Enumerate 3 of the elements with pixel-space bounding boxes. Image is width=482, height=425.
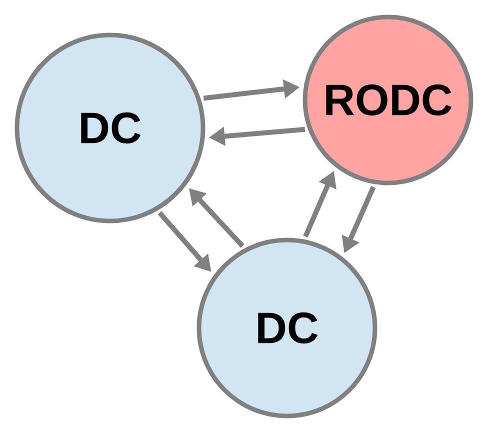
circle-node: DC xyxy=(14,32,206,224)
circle-node: DC xyxy=(196,238,378,418)
circle-node: RODC xyxy=(302,14,474,186)
